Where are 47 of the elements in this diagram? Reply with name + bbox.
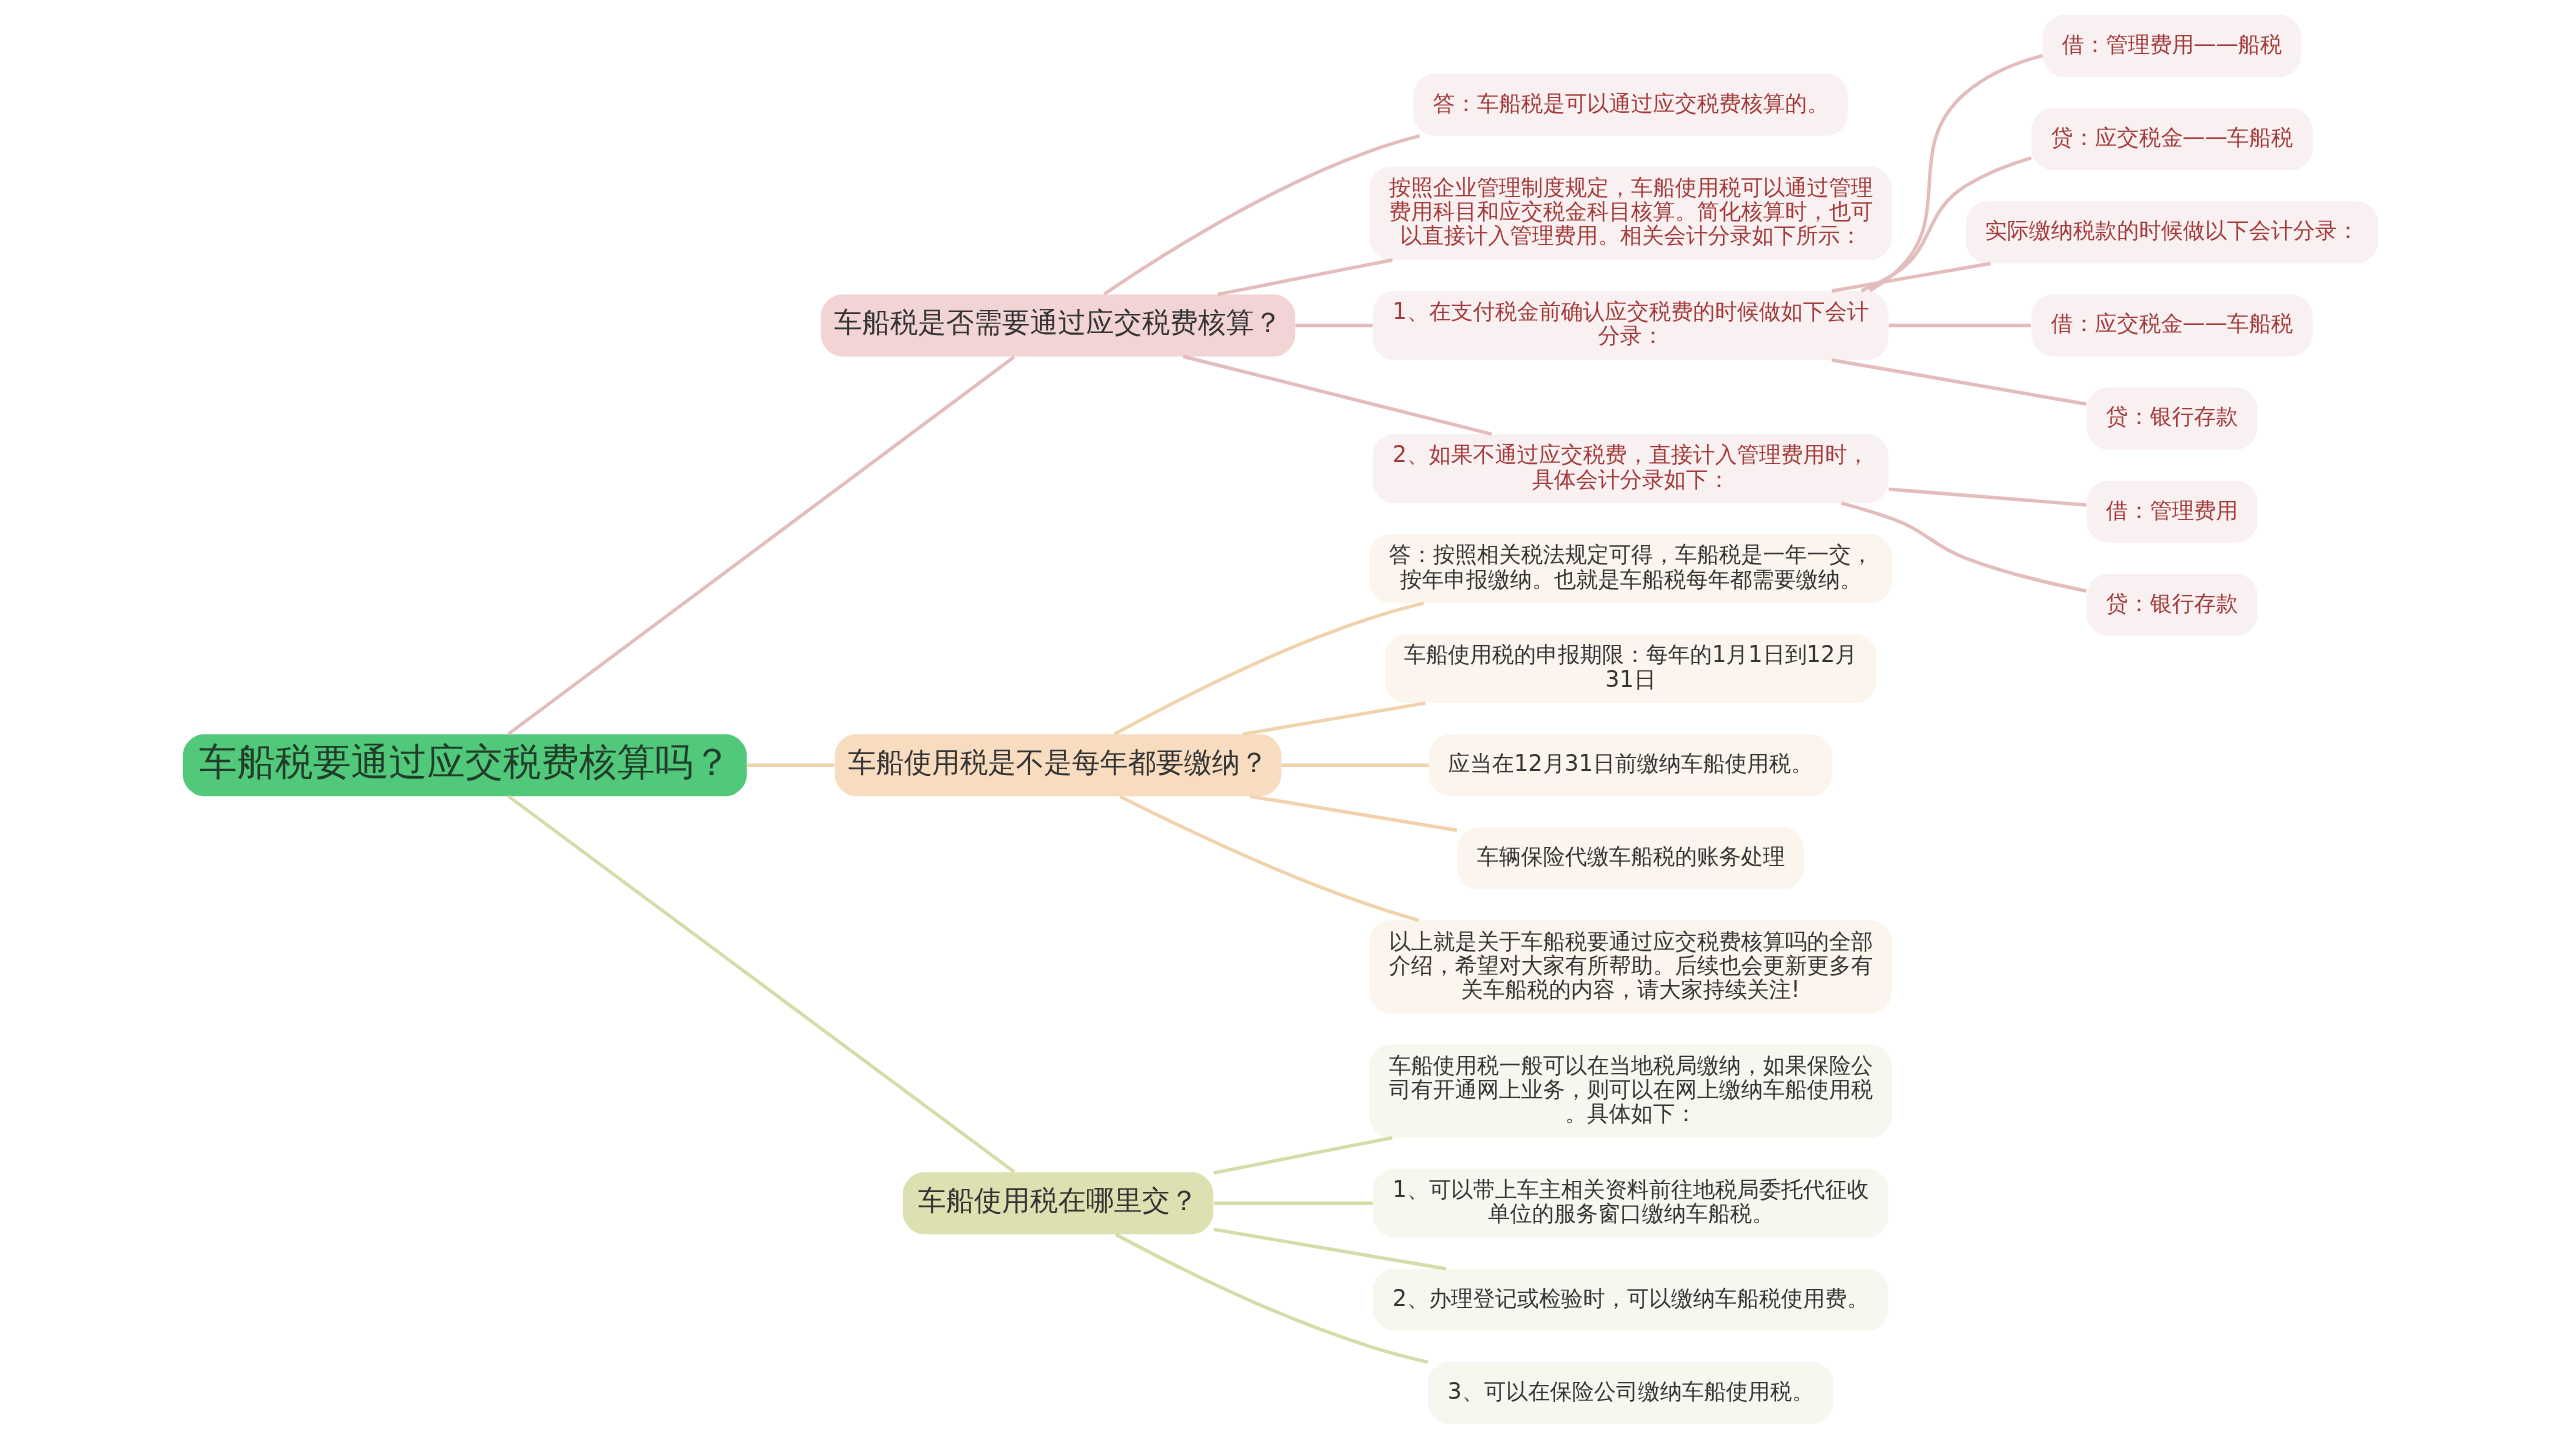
node-box: 答：按照相关税法规定可得，车船税是一年一交，按年申报缴纳。也就是车船税每年都需要缴纳。 <box>1368 534 1892 604</box>
node-box: 借：管理费用 <box>2086 480 2257 543</box>
node-box: 贷：银行存款 <box>2086 387 2257 450</box>
node-box: 2、办理登记或检验时，可以缴纳车船税使用费。 <box>1372 1268 1888 1331</box>
node-box: 2、如果不通过应交税费，直接计入管理费用时，具体会计分录如下： <box>1372 434 1888 504</box>
connector <box>1868 54 2043 293</box>
node-box: 实际缴纳税款的时候做以下会计分录： <box>1965 201 2378 264</box>
connector <box>1888 487 2087 507</box>
connector <box>1102 134 1420 296</box>
connector <box>1212 1227 1446 1271</box>
node-box: 贷：银行存款 <box>2086 573 2257 636</box>
connector <box>1294 323 1373 328</box>
connector <box>1840 501 2087 593</box>
connector <box>1860 156 2032 293</box>
connector <box>1212 1136 1393 1175</box>
node-box: 以上就是关于车船税要通过应交税费核算吗的全部介绍，希望对大家有所帮助。后续也会更新更多有关车船税的内容，请大家持续关注! <box>1368 920 1892 1014</box>
node-box: 车船使用税是不是每年都要缴纳？ <box>834 734 1281 797</box>
node-box: 1、在支付税金前确认应交税费的时候做如下会计分录： <box>1372 291 1888 360</box>
node-box: 贷：应交税金——车船税 <box>2031 108 2313 171</box>
node-box: 按照企业管理制度规定，车船使用税可以通过管理费用科目和应交税金科目核算。简化核算时，也可以直接计入管理费用。相关会计分录如下所示： <box>1368 166 1892 260</box>
node-box: 车船税是否需要通过应交税费核算？ <box>820 294 1295 357</box>
node-box: 应当在12月31日前缴纳车船使用税。 <box>1428 734 1832 797</box>
node-box: 答：车船税是可以通过应交税费核算的。 <box>1412 73 1848 136</box>
node-box: 车船使用税在哪里交？ <box>902 1172 1213 1235</box>
node-box: 车船税要通过应交税费核算吗？ <box>182 734 747 797</box>
connector <box>1113 601 1424 736</box>
connector <box>1242 701 1426 736</box>
connector <box>746 763 834 767</box>
node-box: 借：管理费用——船税 <box>2042 15 2301 78</box>
connector <box>507 794 1015 1174</box>
connector <box>1114 1232 1428 1364</box>
node-box: 车船使用税一般可以在当地税局缴纳，如果保险公司有开通网上业务，则可以在网上缴纳车船使用税。具体如下： <box>1368 1044 1892 1138</box>
connector <box>506 355 1015 736</box>
connector <box>1213 1201 1373 1205</box>
node-box: 借：应交税金——车船税 <box>2031 294 2313 357</box>
connector <box>1216 258 1393 297</box>
connector <box>1280 763 1429 767</box>
node-box: 车船使用税的申报期限：每年的1月1日到12月31日 <box>1384 634 1876 704</box>
node-box: 车辆保险代缴车船税的账务处理 <box>1456 827 1804 890</box>
node-box: 1、可以带上车主相关资料前往地税局委托代征收单位的服务窗口缴纳车船税。 <box>1372 1168 1888 1238</box>
connector <box>1182 354 1492 436</box>
connector <box>1888 323 2031 328</box>
node-box: 3、可以在保险公司缴纳车船使用税。 <box>1427 1361 1833 1424</box>
connector <box>1831 261 1991 293</box>
connector <box>1118 795 1419 922</box>
connector <box>1831 358 2087 406</box>
connector <box>1249 794 1457 832</box>
